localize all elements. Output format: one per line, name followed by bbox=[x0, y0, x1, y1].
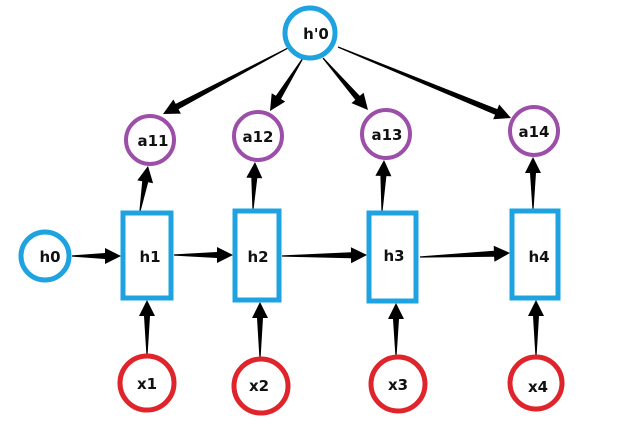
edges-layer bbox=[72, 46, 544, 358]
node-x2: x2 bbox=[231, 356, 291, 416]
node-x2-label: x2 bbox=[249, 377, 269, 395]
arrow-x1-to-h1 bbox=[139, 300, 155, 355]
node-h0-prime-shape bbox=[282, 5, 338, 61]
node-h3: h3 bbox=[366, 210, 419, 304]
arrow-h4-to-a14 bbox=[525, 157, 541, 209]
arrow-h0p-to-a14 bbox=[337, 46, 511, 120]
arrow-x3-to-h3 bbox=[388, 303, 404, 356]
node-a13-label: a13 bbox=[372, 126, 403, 144]
node-a12: a12 bbox=[232, 110, 284, 162]
node-h0-prime-label: h'0 bbox=[303, 25, 329, 43]
node-x4-shape bbox=[507, 354, 565, 412]
node-a11-label: a11 bbox=[138, 132, 169, 150]
node-a12-shape bbox=[232, 110, 284, 162]
node-x3-shape bbox=[368, 354, 428, 414]
node-a14: a14 bbox=[508, 105, 560, 157]
node-h0-label: h0 bbox=[39, 248, 60, 266]
node-a13-shape bbox=[360, 108, 412, 160]
node-x1-label: x1 bbox=[137, 375, 157, 393]
arrow-h1-to-h2 bbox=[174, 247, 233, 263]
node-h3-shape bbox=[366, 210, 419, 304]
arrow-x2-to-h2 bbox=[252, 302, 268, 358]
node-a11-shape bbox=[124, 114, 176, 166]
node-h2-label: h2 bbox=[247, 248, 268, 266]
node-x2-shape bbox=[231, 356, 291, 416]
node-h1-label: h1 bbox=[139, 248, 160, 266]
node-h0: h0 bbox=[18, 229, 72, 283]
node-h0-shape bbox=[18, 229, 72, 283]
arrow-h0p-to-a12 bbox=[270, 57, 304, 111]
node-a13: a13 bbox=[360, 108, 412, 160]
arrow-h3-to-h4 bbox=[420, 245, 510, 262]
node-x1-shape bbox=[117, 353, 177, 413]
arrow-h0p-to-a13 bbox=[322, 57, 368, 110]
node-h4: h4 bbox=[509, 208, 561, 301]
node-a14-label: a14 bbox=[519, 123, 550, 141]
arrow-h0-to-h1 bbox=[72, 248, 121, 264]
node-h4-label: h4 bbox=[528, 248, 549, 266]
node-x3: x3 bbox=[368, 354, 428, 414]
node-a11: a11 bbox=[124, 114, 176, 166]
arrow-h2-to-a12 bbox=[246, 162, 263, 209]
node-h2: h2 bbox=[232, 208, 282, 303]
node-h1: h1 bbox=[120, 210, 174, 301]
node-a12-label: a12 bbox=[243, 128, 274, 146]
arrow-h2-to-h3 bbox=[282, 247, 367, 264]
node-x4: x4 bbox=[507, 354, 565, 412]
node-h2-shape bbox=[232, 208, 282, 303]
nodes-layer: h'0 h0 a11 a12 a13 a14 h1 bbox=[18, 5, 565, 416]
arrow-h1-to-a11 bbox=[137, 166, 154, 212]
arrow-h3-to-a13 bbox=[375, 160, 392, 211]
node-x3-label: x3 bbox=[388, 376, 408, 394]
node-h0-prime: h'0 bbox=[282, 5, 338, 61]
arrow-x4-to-h4 bbox=[528, 300, 544, 356]
node-a14-shape bbox=[508, 105, 560, 157]
node-x1: x1 bbox=[117, 353, 177, 413]
node-h3-label: h3 bbox=[383, 247, 404, 265]
node-x4-label: x4 bbox=[528, 378, 548, 396]
arrow-h0p-to-a11 bbox=[163, 47, 289, 114]
node-h4-shape bbox=[509, 208, 561, 301]
node-h1-shape bbox=[120, 210, 174, 301]
